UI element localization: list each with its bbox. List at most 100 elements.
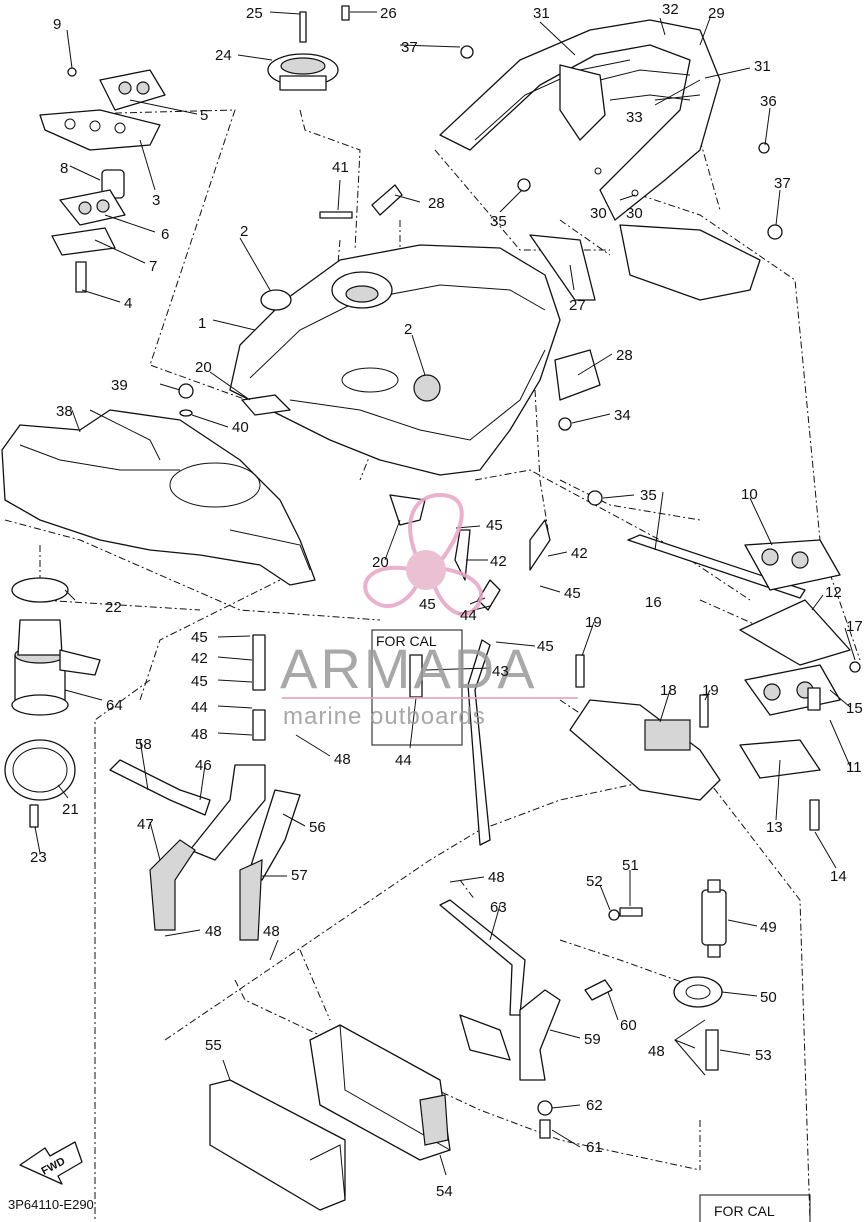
callout: 25 [246, 5, 263, 22]
callout: 16 [645, 594, 662, 611]
callout: 36 [760, 93, 777, 110]
callout: 48 [205, 923, 222, 940]
callout: 19 [585, 614, 602, 631]
callout-labels: 1 2 2 3 4 5 6 7 8 9 10 11 12 13 14 15 16… [30, 1, 863, 1200]
callout: 5 [200, 107, 208, 124]
callout: 31 [754, 58, 771, 75]
callout: 34 [614, 407, 631, 424]
callout: 40 [232, 419, 249, 436]
callout: 42 [571, 545, 588, 562]
callout: 2 [240, 223, 248, 240]
callout: 45 [191, 629, 208, 646]
callout: 39 [111, 377, 128, 394]
callout: 58 [135, 736, 152, 753]
callout: 18 [660, 682, 677, 699]
watermark-brand: ARMADA [280, 637, 538, 700]
callout: 32 [662, 1, 679, 18]
callout: 30 [626, 205, 643, 222]
callout: 45 [537, 638, 554, 655]
callout: 21 [62, 801, 79, 818]
callout: 27 [569, 297, 586, 314]
callout: 42 [191, 650, 208, 667]
callout: 13 [766, 819, 783, 836]
callout: 29 [708, 5, 725, 22]
callout: 43 [492, 663, 509, 680]
callout: 37 [401, 39, 418, 56]
callout: 62 [586, 1097, 603, 1114]
callout: 63 [490, 899, 507, 916]
right-mount-hardware [569, 534, 861, 831]
callout: 17 [846, 618, 863, 635]
for-cal-inset-box [371, 629, 463, 746]
upper-left-bracket-parts [39, 67, 166, 293]
fuel-pump-assembly [4, 577, 101, 828]
for-cal-label: FOR CAL [376, 633, 437, 649]
callout: 9 [53, 16, 61, 33]
propeller-blade-left [363, 565, 423, 608]
propeller-blade-right [429, 565, 484, 617]
callout: 57 [291, 867, 308, 884]
callout: 26 [380, 5, 397, 22]
callout: 30 [590, 205, 607, 222]
callout: 45 [419, 596, 436, 613]
callout: 19 [702, 682, 719, 699]
callout: 4 [124, 295, 132, 312]
callout: 37 [774, 175, 791, 192]
callout: 55 [205, 1037, 222, 1054]
callout: 10 [741, 486, 758, 503]
callout: 45 [191, 673, 208, 690]
callout: 35 [490, 213, 507, 230]
callout: 56 [309, 819, 326, 836]
fuel-hoses [109, 519, 551, 1016]
callout: 45 [564, 585, 581, 602]
callout: 12 [825, 584, 842, 601]
evap-canister-assembly [209, 879, 727, 1211]
callout: 41 [332, 159, 349, 176]
callout: 33 [626, 109, 643, 126]
callout: 50 [760, 989, 777, 1006]
callout: 6 [161, 226, 169, 243]
callout: 3 [152, 192, 160, 209]
diagram-code: 3P64110-E290 [8, 1197, 94, 1212]
callout-leader-lines [34, 11, 856, 1176]
callout: 61 [586, 1139, 603, 1156]
callout: 53 [755, 1047, 772, 1064]
assembly-reference-lines [4, 109, 861, 1222]
callout: 42 [490, 553, 507, 570]
callout: 1 [198, 315, 206, 332]
callout: 8 [60, 160, 68, 177]
callout: 28 [428, 195, 445, 212]
callout: 38 [56, 403, 73, 420]
callout: 49 [760, 919, 777, 936]
callout: 23 [30, 849, 47, 866]
callout: 14 [830, 868, 847, 885]
callout: 22 [105, 599, 122, 616]
callout: 54 [436, 1183, 453, 1200]
callout: 51 [622, 857, 639, 874]
callout: 48 [191, 726, 208, 743]
callout: 44 [191, 699, 208, 716]
callout: 48 [488, 869, 505, 886]
fuel-cap-assembly [267, 5, 350, 91]
forward-direction-arrow: FWD [19, 1141, 83, 1185]
callout: 24 [215, 47, 232, 64]
callout: 31 [533, 5, 550, 22]
callout: 20 [195, 359, 212, 376]
for-cal-bottom-bracket [699, 1194, 811, 1222]
tank-lower-cover [1, 409, 316, 586]
callout: 44 [460, 607, 477, 624]
callout: 20 [372, 554, 389, 571]
armada-propeller-logo [363, 492, 484, 617]
callout: 35 [640, 487, 657, 504]
callout: 48 [648, 1043, 665, 1060]
armada-watermark: ARMADA marine outboards [280, 492, 578, 730]
callout: 52 [586, 873, 603, 890]
propeller-blade-top [408, 492, 464, 565]
callout: 48 [334, 751, 351, 768]
callout: 60 [620, 1017, 637, 1034]
callout: 15 [846, 700, 863, 717]
fuel-tank-body [178, 184, 603, 526]
callout: 2 [404, 321, 412, 338]
callout: 48 [263, 923, 280, 940]
